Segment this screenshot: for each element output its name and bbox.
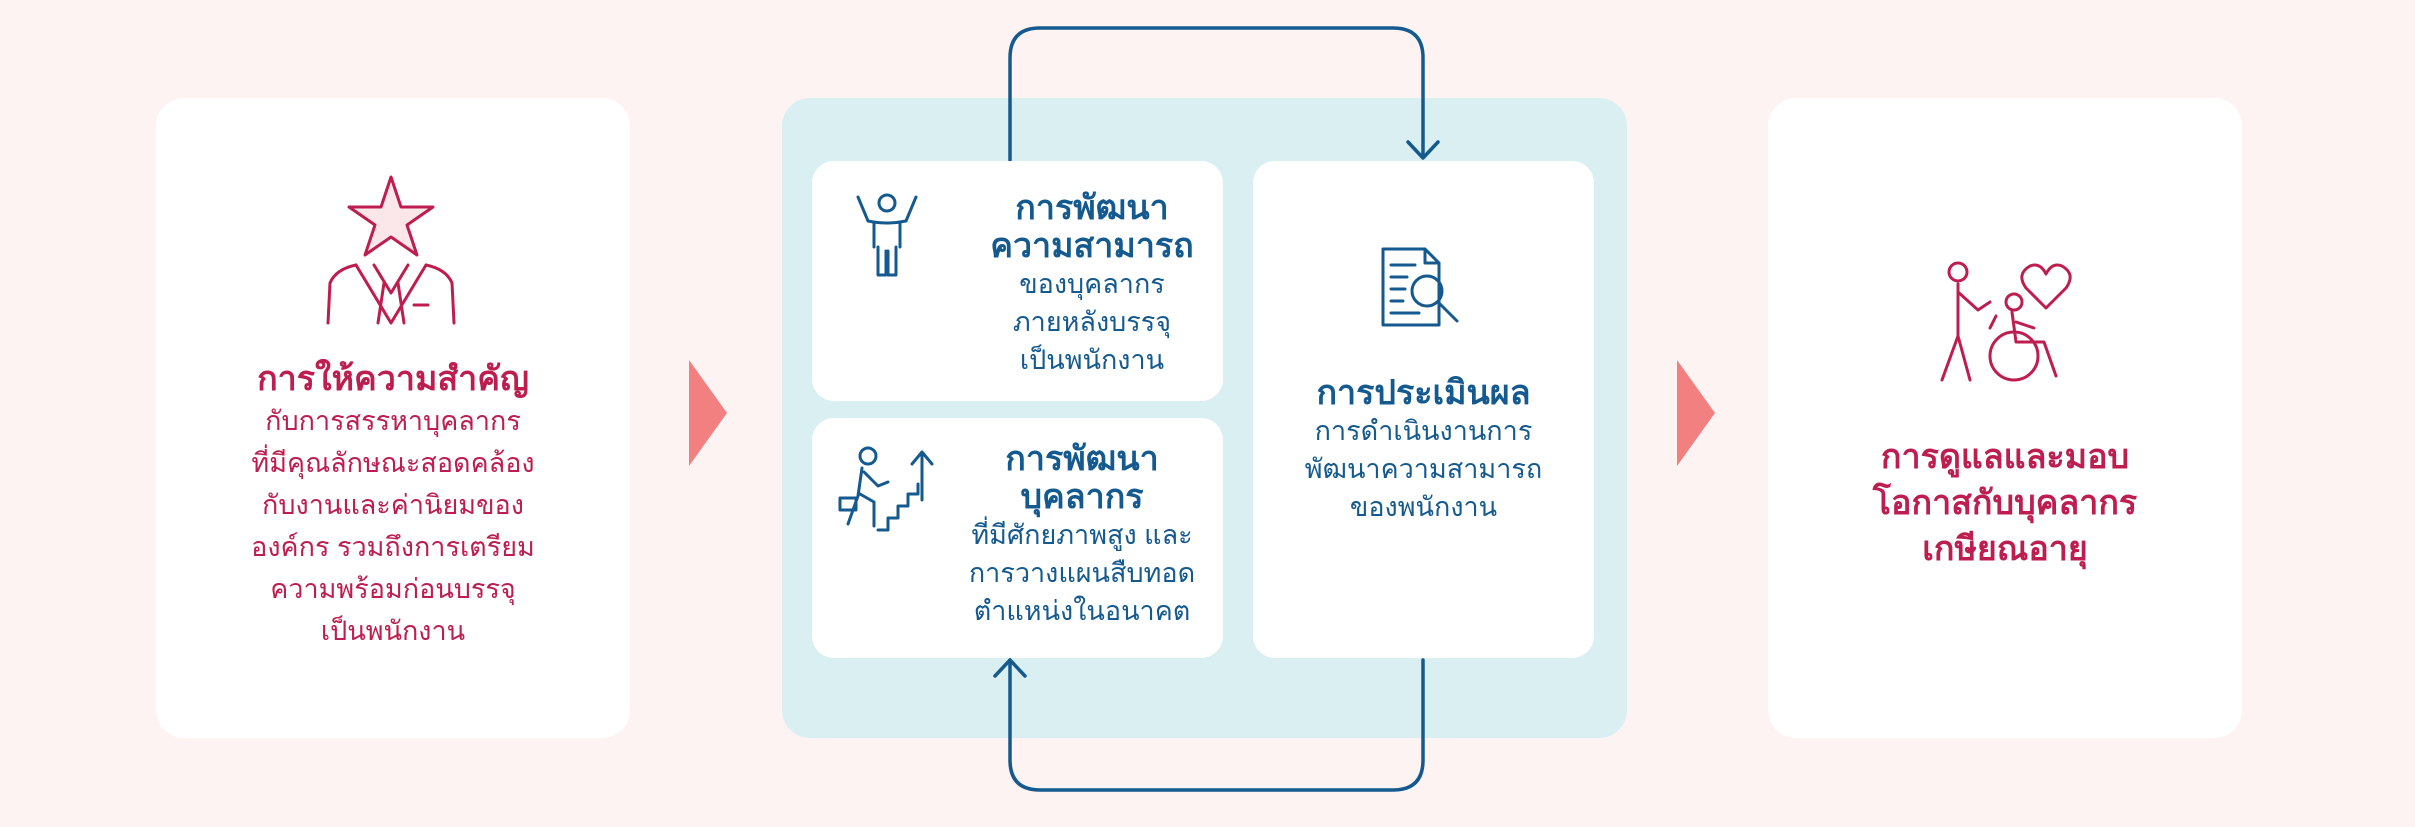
- recruitment-line: กับการสรรหาบุคลากร: [265, 406, 521, 436]
- capability-line: ของบุคลากร: [1019, 269, 1165, 299]
- person-arms-up-icon: [856, 193, 918, 277]
- capability-title: ความสามารถ: [990, 227, 1194, 265]
- talent-line: ตำแหน่งในอนาคต: [973, 596, 1191, 626]
- talent-development-card: การพัฒนา บุคลากร ที่มีศักยภาพสูง และ การ…: [812, 418, 1223, 658]
- climbing-stairs-icon: [838, 446, 934, 532]
- retiree-care-title: โอกาสกับบุคลากร: [1872, 484, 2138, 522]
- retiree-care-card: การดูแลและมอบ โอกาสกับบุคลากร เกษียณอายุ: [1768, 98, 2242, 738]
- talent-line: การวางแผนสืบทอด: [968, 558, 1196, 588]
- capability-line: ภายหลังบรรจุ: [1012, 307, 1172, 337]
- caregiver-wheelchair-heart-icon: [1940, 261, 2072, 382]
- recruitment-line: เป็นพนักงาน: [320, 616, 466, 646]
- recruitment-line: ความพร้อมก่อนบรรจุ: [270, 574, 516, 604]
- star-head-person-icon: [326, 175, 456, 325]
- recruitment-card: การให้ความสำคัญ กับการสรรหาบุคลากร ที่มี…: [156, 98, 630, 738]
- evaluation-line: การดำเนินงานการ: [1314, 416, 1533, 446]
- flow-arrow-right-icon: [689, 360, 727, 466]
- talent-title: การพัฒนา: [1005, 440, 1159, 478]
- retiree-care-title: การดูแลและมอบ: [1880, 438, 2130, 476]
- evaluation-line: ของพนักงาน: [1349, 492, 1498, 522]
- capability-title: การพัฒนา: [1015, 189, 1169, 227]
- flow-arrow-right-icon: [1677, 360, 1715, 466]
- talent-line: ที่มีศักยภาพสูง และ: [971, 520, 1193, 550]
- capability-development-card: การพัฒนา ความสามารถ ของบุคลากร ภายหลังบร…: [812, 161, 1223, 401]
- evaluation-card: การประเมินผล การดำเนินงานการ พัฒนาความสา…: [1253, 161, 1594, 658]
- evaluation-title: การประเมินผล: [1316, 374, 1531, 412]
- evaluation-line: พัฒนาความสามารถ: [1304, 454, 1543, 484]
- retiree-care-title: เกษียณอายุ: [1922, 530, 2088, 568]
- recruitment-line: กับงานและค่านิยมของ: [262, 490, 524, 520]
- recruitment-line: ที่มีคุณลักษณะสอดคล้อง: [251, 448, 535, 478]
- talent-title: บุคลากร: [1020, 478, 1144, 516]
- recruitment-line: องค์กร รวมถึงการเตรียม: [251, 532, 535, 562]
- document-search-icon: [1381, 247, 1459, 327]
- capability-line: เป็นพนักงาน: [1019, 345, 1165, 375]
- recruitment-title: การให้ความสำคัญ: [257, 360, 529, 398]
